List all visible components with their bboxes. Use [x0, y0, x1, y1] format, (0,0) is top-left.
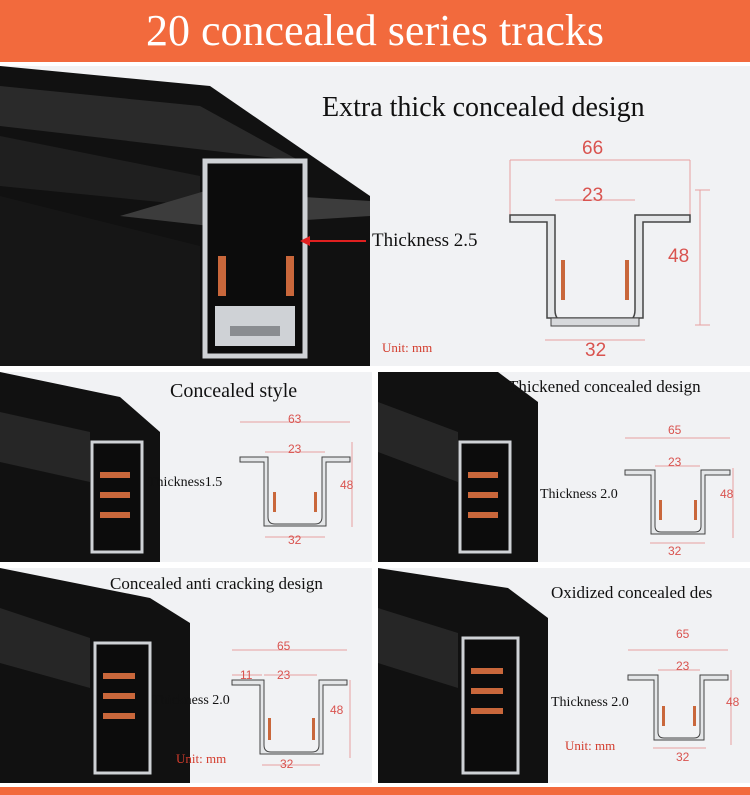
track-photo-3: [0, 568, 190, 783]
dim-total-width-3: 65: [277, 639, 291, 653]
dim-height-4: 48: [726, 695, 740, 709]
dim-height-3: 48: [330, 703, 344, 717]
dim-height-1: 48: [340, 478, 354, 492]
dim-height-2: 48: [720, 487, 734, 501]
panel-2-thickness-label: Thickness 2.0: [540, 487, 618, 502]
dim-bottom-width-4: 32: [676, 750, 690, 764]
panel-3-thickness-label: Thickness 2.0: [152, 693, 230, 708]
panel-1-thickness-label: Thickness1.5: [148, 475, 223, 490]
track-photo-main: [0, 66, 370, 366]
dim-bottom-width-2: 32: [668, 544, 682, 558]
panel-1-heading: Concealed style: [170, 380, 298, 402]
dim-flange-width-3: 11: [240, 668, 253, 682]
dim-bottom-width-main: 32: [585, 340, 607, 361]
dim-total-width-4: 65: [676, 627, 690, 641]
main-heading: Extra thick concealed design: [322, 92, 645, 123]
dim-inner-width-4: 23: [676, 659, 690, 673]
bottom-accent-bar: [0, 787, 750, 795]
track-photo-1: [0, 372, 160, 562]
dim-bottom-width-3: 32: [280, 757, 294, 771]
thickness-label-main: Thickness 2.5: [372, 230, 478, 251]
profile-diagram-2: [624, 437, 734, 544]
dim-total-width-1: 63: [288, 412, 302, 426]
profile-diagram-1: [239, 421, 353, 538]
profile-diagram-4: [627, 649, 732, 749]
panel-2-heading: Thickened concealed design: [508, 377, 701, 396]
thickness-arrow-main: [300, 236, 366, 246]
dim-bottom-width-1: 32: [288, 533, 302, 547]
dim-total-width-main: 66: [582, 138, 604, 159]
track-photo-2: [378, 372, 538, 562]
unit-label-main: Unit: mm: [382, 340, 433, 355]
panel-4-heading: Oxidized concealed des: [551, 583, 713, 602]
page-title: 20 concealed series tracks: [0, 0, 750, 62]
dim-inner-width-1: 23: [288, 442, 302, 456]
panel-3-heading: Concealed anti cracking design: [110, 574, 323, 593]
profile-diagram-main: [509, 159, 710, 341]
track-photo-4: [378, 568, 548, 783]
dim-inner-width-3: 23: [277, 668, 291, 682]
dim-total-width-2: 65: [668, 423, 682, 437]
panel-4-unit-label: Unit: mm: [565, 738, 616, 753]
panel-3-unit-label: Unit: mm: [176, 751, 227, 766]
profile-diagram-3: [231, 649, 351, 766]
panel-4-thickness-label: Thickness 2.0: [551, 695, 629, 710]
dim-height-main: 48: [668, 246, 690, 267]
dim-inner-width-2: 23: [668, 455, 682, 469]
dim-inner-width-main: 23: [582, 185, 604, 206]
